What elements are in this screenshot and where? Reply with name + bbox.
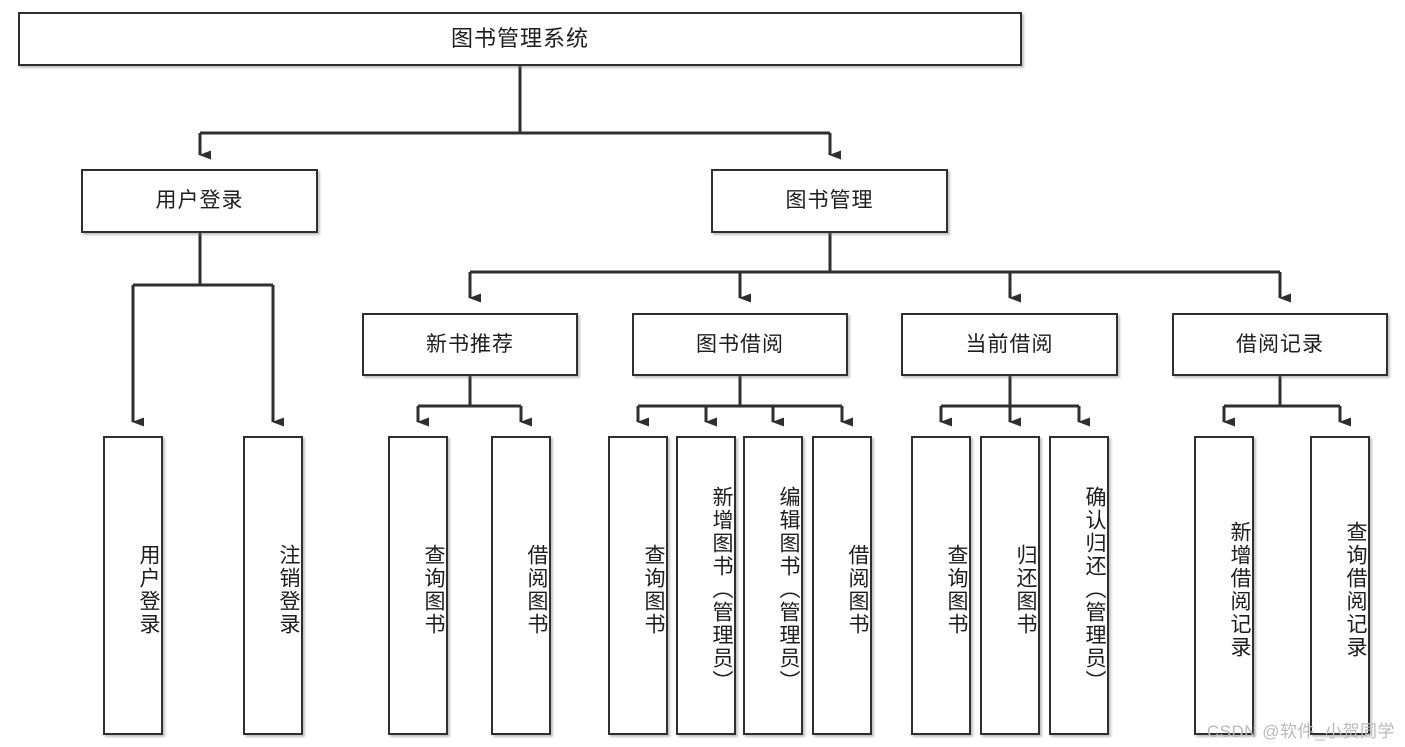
node-label: 借阅记录 bbox=[1236, 332, 1324, 356]
leaf-user-login-login[interactable]: 用户登录 bbox=[103, 436, 163, 735]
node-book-borrow[interactable]: 图书借阅 bbox=[632, 313, 848, 376]
node-label: 注销登录 bbox=[277, 543, 300, 636]
node-label: 用户登录 bbox=[137, 543, 160, 636]
node-label: 新书推荐 bbox=[426, 332, 514, 356]
node-label: 查询图书 bbox=[945, 543, 968, 636]
node-borrow-record[interactable]: 借阅记录 bbox=[1172, 313, 1388, 376]
node-book-management[interactable]: 图书管理 bbox=[711, 169, 948, 233]
node-label: 新增借阅记录 bbox=[1228, 520, 1251, 659]
node-label: 借阅图书 bbox=[846, 543, 869, 636]
node-label: 查询借阅记录 bbox=[1344, 520, 1367, 659]
leaf-book-borrow-add[interactable]: 新增图书（管理员） bbox=[676, 436, 736, 735]
node-label: 查询图书 bbox=[642, 543, 665, 636]
node-root-system[interactable]: 图书管理系统 bbox=[18, 12, 1022, 66]
node-label: 查询图书 bbox=[422, 543, 445, 636]
node-label: 图书借阅 bbox=[696, 332, 784, 356]
node-label: 用户登录 bbox=[155, 189, 244, 213]
leaf-current-borrow-return[interactable]: 归还图书 bbox=[980, 436, 1040, 735]
leaf-borrow-record-query[interactable]: 查询借阅记录 bbox=[1310, 436, 1370, 735]
leaf-current-borrow-confirm-return[interactable]: 确认归还（管理员） bbox=[1049, 436, 1109, 735]
node-label: 归还图书 bbox=[1014, 543, 1037, 636]
leaf-user-login-logout[interactable]: 注销登录 bbox=[243, 436, 303, 735]
leaf-new-book-borrow[interactable]: 借阅图书 bbox=[491, 436, 551, 735]
node-label: 新增图书（管理员） bbox=[710, 486, 733, 693]
csdn-watermark: CSDN @软件_小贺同学 bbox=[1206, 722, 1395, 741]
leaf-borrow-record-add[interactable]: 新增借阅记录 bbox=[1194, 436, 1254, 735]
node-current-borrow[interactable]: 当前借阅 bbox=[901, 313, 1118, 376]
leaf-book-borrow-edit[interactable]: 编辑图书（管理员） bbox=[743, 436, 803, 735]
node-label: 图书管理 bbox=[785, 189, 874, 213]
node-label: 当前借阅 bbox=[965, 332, 1054, 356]
node-user-login[interactable]: 用户登录 bbox=[81, 169, 318, 233]
node-label: 编辑图书（管理员） bbox=[777, 486, 800, 693]
leaf-new-book-query[interactable]: 查询图书 bbox=[388, 436, 448, 735]
leaf-current-borrow-query[interactable]: 查询图书 bbox=[911, 436, 971, 735]
node-label: 图书管理系统 bbox=[450, 25, 589, 51]
node-label: 借阅图书 bbox=[525, 543, 548, 636]
leaf-book-borrow-borrow[interactable]: 借阅图书 bbox=[812, 436, 872, 735]
node-label: 确认归还（管理员） bbox=[1083, 486, 1106, 693]
leaf-book-borrow-query[interactable]: 查询图书 bbox=[608, 436, 668, 735]
node-new-book-recommend[interactable]: 新书推荐 bbox=[362, 313, 578, 376]
